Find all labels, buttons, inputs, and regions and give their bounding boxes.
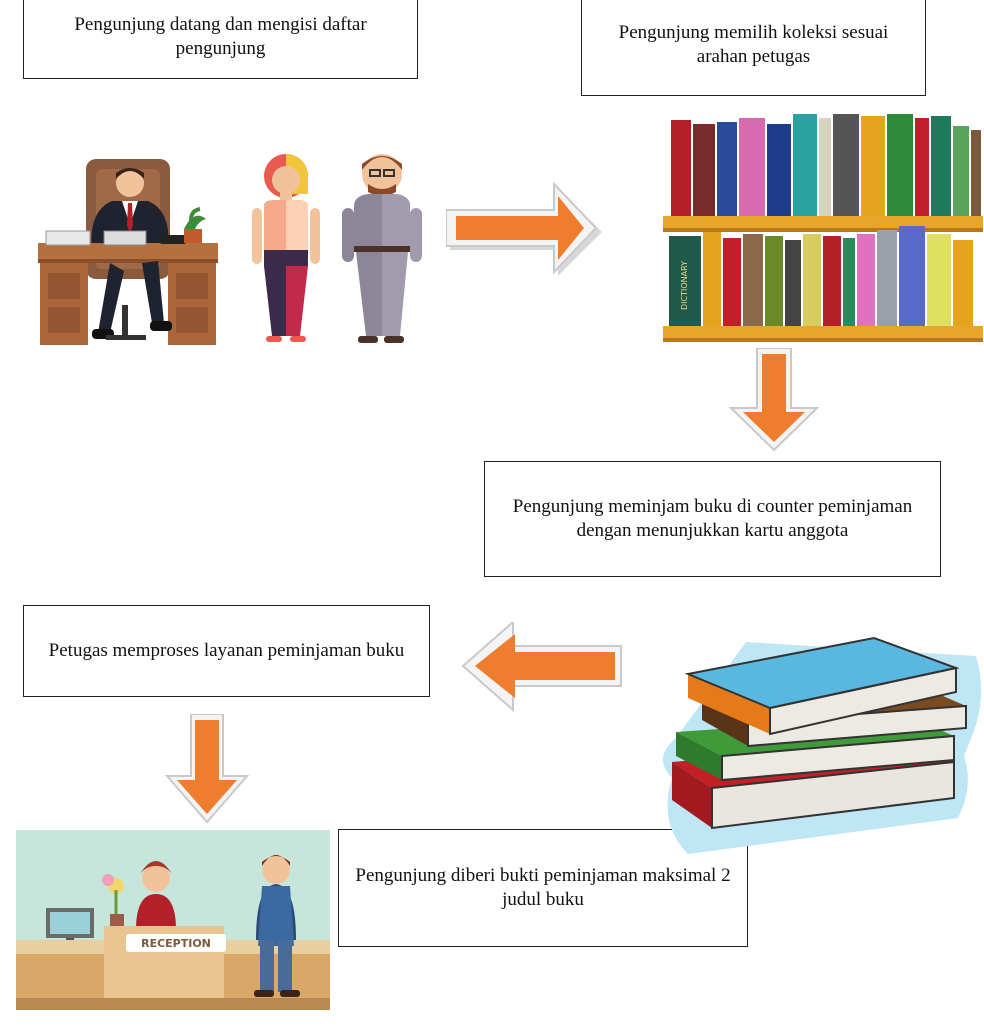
arrow-down-2 xyxy=(164,714,249,824)
reception-sign: RECEPTION xyxy=(141,937,211,950)
step4-box: Petugas memproses layanan peminjaman buk… xyxy=(23,605,430,697)
step2-text: Pengunjung memilih koleksi sesuai arahan… xyxy=(618,22,889,67)
dictionary-spine: DICTIONARY xyxy=(680,261,689,310)
step5-text: Pengunjung diberi bukti peminjaman maksi… xyxy=(355,865,731,910)
step1-text: Pengunjung datang dan mengisi daftar pen… xyxy=(74,13,367,59)
step5-box: Pengunjung diberi bukti peminjaman maksi… xyxy=(338,829,748,947)
office-desk-person-icon xyxy=(38,159,218,345)
arrow-left-1 xyxy=(461,622,622,712)
step3-box: Pengunjung meminjam buku di counter pemi… xyxy=(484,461,941,577)
book-stack-icon xyxy=(662,636,982,854)
step2-box: Pengunjung memilih koleksi sesuai arahan… xyxy=(581,0,926,96)
arrow-right-1 xyxy=(446,181,602,276)
step3-text: Pengunjung meminjam buku di counter pemi… xyxy=(512,496,913,541)
step4-text: Petugas memproses layanan peminjaman buk… xyxy=(48,640,405,662)
bookshelf-icon: DICTIONARY xyxy=(663,114,983,342)
arrow-down-1 xyxy=(728,348,819,452)
reception-counter-icon: RECEPTION xyxy=(16,830,330,1010)
step1-box: Pengunjung datang dan mengisi daftar pen… xyxy=(23,0,418,79)
visitor-couple-icon xyxy=(252,154,422,343)
